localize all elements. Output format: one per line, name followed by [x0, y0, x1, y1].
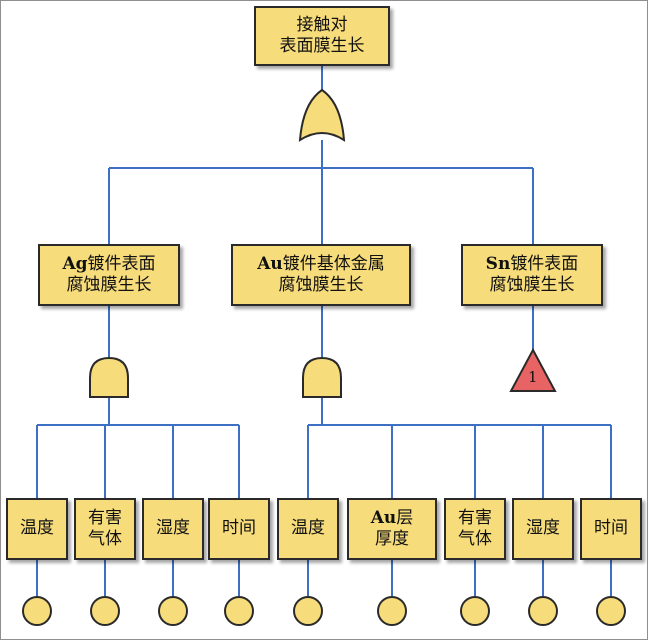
basic-event-circle-2	[90, 596, 120, 626]
basic-event-circle-4	[224, 596, 254, 626]
top-event-line1: 接触对	[296, 14, 348, 35]
leaf-gas-ag: 有害 气体	[74, 498, 136, 560]
leaf-7-line2: 气体	[458, 529, 492, 549]
leaf-3-line1: 湿度	[156, 518, 190, 539]
leaf-temperature-ag: 温度	[6, 498, 68, 560]
leaf-6-latin: Au	[370, 507, 397, 528]
leaf-humidity-au: 湿度	[512, 498, 574, 560]
ag-event-line1: 镀件表面	[87, 253, 156, 274]
leaf-6-line2: 厚度	[375, 529, 409, 549]
leaf-9-line1: 时间	[594, 518, 628, 539]
basic-event-circle-9	[596, 596, 626, 626]
au-event-line1: 镀件基体金属	[282, 253, 385, 274]
top-event-line2: 表面膜生长	[279, 36, 365, 56]
and-gate-au	[302, 356, 342, 398]
sn-event-line2: 腐蚀膜生长	[489, 275, 575, 295]
leaf-time-ag: 时间	[208, 498, 270, 560]
leaf-2-line1: 有害	[88, 507, 122, 528]
ag-event-box: Ag镀件表面 腐蚀膜生长	[38, 244, 180, 306]
basic-event-circle-7	[460, 596, 490, 626]
ag-event-latin: Ag	[62, 253, 88, 274]
transfer-label: 1	[528, 368, 538, 386]
ag-event-line2: 腐蚀膜生长	[66, 275, 152, 295]
leaf-7-line1: 有害	[458, 507, 492, 528]
leaf-4-line1: 时间	[222, 518, 256, 539]
basic-event-circle-8	[528, 596, 558, 626]
au-event-line2: 腐蚀膜生长	[278, 275, 364, 295]
basic-event-circle-3	[158, 596, 188, 626]
basic-event-circle-6	[377, 596, 407, 626]
au-event-latin: Au	[257, 253, 283, 274]
sn-event-line1: 镀件表面	[510, 253, 579, 274]
leaf-temperature-au: 温度	[277, 498, 339, 560]
leaf-6-line1: 层	[396, 507, 414, 528]
leaf-1-line1: 温度	[20, 518, 54, 539]
basic-event-circle-5	[293, 596, 323, 626]
leaf-5-line1: 温度	[291, 518, 325, 539]
leaf-time-au: 时间	[580, 498, 642, 560]
and-gate-ag	[89, 356, 129, 398]
top-event-box: 接触对 表面膜生长	[254, 6, 390, 66]
basic-event-circle-1	[22, 596, 52, 626]
or-gate	[298, 88, 346, 142]
leaf-thickness-au: Au层 厚度	[347, 498, 437, 560]
sn-event-latin: Sn	[485, 253, 511, 274]
leaf-8-line1: 湿度	[526, 518, 560, 539]
au-event-box: Au镀件基体金属 腐蚀膜生长	[231, 244, 411, 306]
leaf-gas-au: 有害 气体	[444, 498, 506, 560]
leaf-humidity-ag: 湿度	[142, 498, 204, 560]
leaf-2-line2: 气体	[88, 529, 122, 549]
transfer-triangle	[509, 347, 557, 392]
sn-event-box: Sn镀件表面 腐蚀膜生长	[461, 244, 603, 306]
